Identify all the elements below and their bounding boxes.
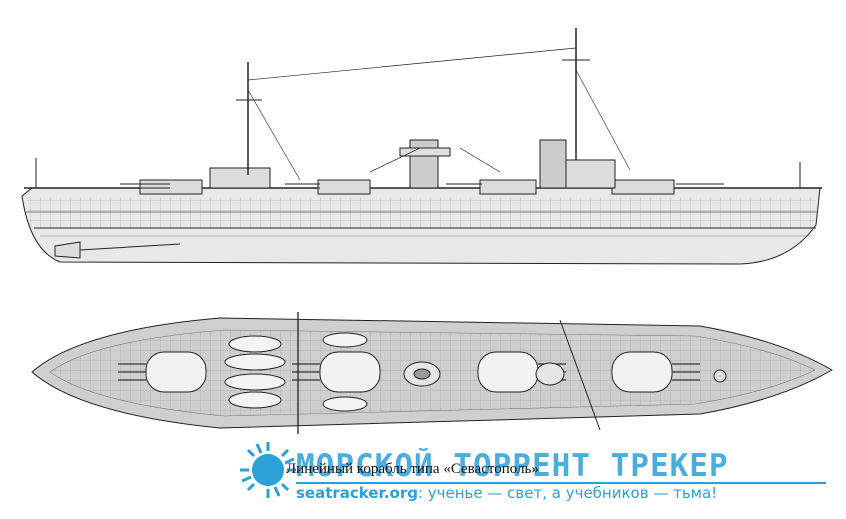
sun-logo-icon: [240, 442, 296, 498]
side-elevation: [21, 28, 822, 265]
watermark-line: seatracker.org: ученье — свет, а учебник…: [296, 484, 717, 502]
side-turret-4: [611, 179, 675, 195]
side-turret-3: [479, 179, 537, 195]
watermark-site: seatracker.org: [296, 484, 418, 502]
plan-turret-3: [477, 351, 539, 393]
plan-turret-2: [319, 351, 381, 393]
side-turret-1: [139, 179, 203, 195]
watermark-title: МОРСКОЙ ТОРРЕНТ ТРЕКЕР: [296, 448, 729, 484]
plan-funnel-aft: [535, 362, 565, 386]
side-antenna-wire: [247, 47, 577, 81]
watermark-rule: [296, 482, 826, 484]
watermark-tagline: : ученье — свет, а учебников — тьма!: [417, 484, 718, 502]
side-funnel-fore: [409, 139, 439, 189]
side-turret-2: [317, 179, 371, 195]
plan-view: [31, 312, 834, 434]
plan-turret-4: [611, 351, 673, 393]
side-armor-belt: [28, 198, 816, 228]
side-funnel-aft: [539, 139, 567, 189]
plan-turret-1: [145, 351, 207, 393]
figure-caption: Линейный корабль типа «Севастополь»: [286, 461, 539, 477]
